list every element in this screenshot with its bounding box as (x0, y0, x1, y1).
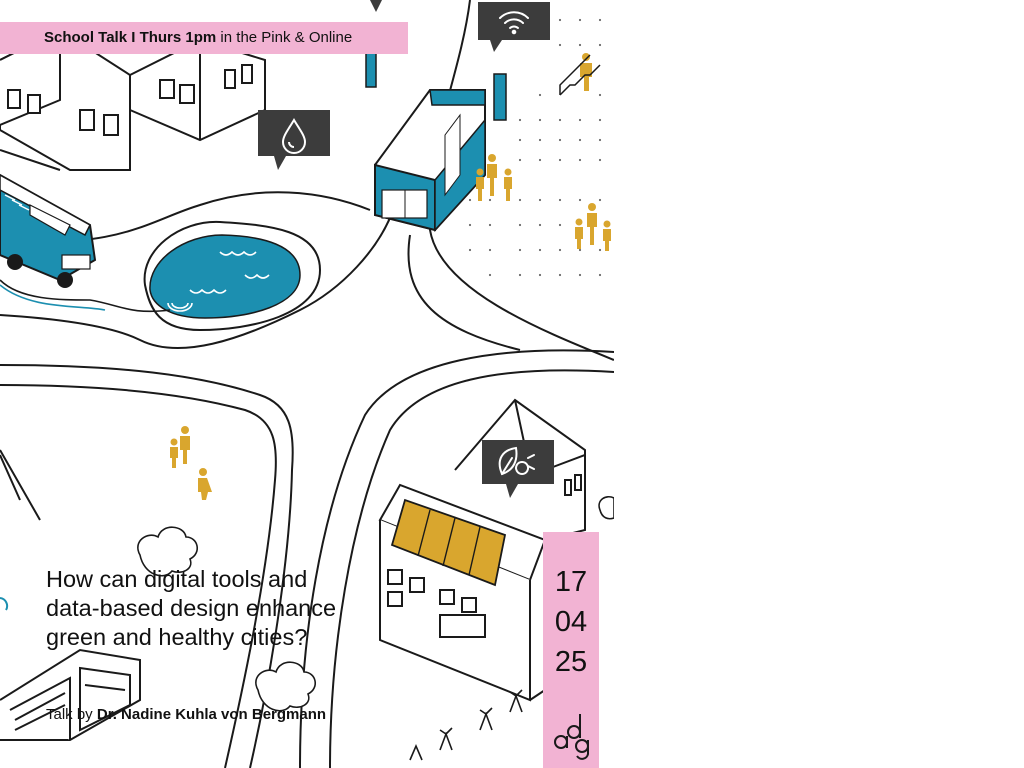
date-strip: 17 04 25 (543, 532, 599, 768)
date-day: 17 (554, 566, 588, 598)
speaker-line: Talk by Dr. Nadine Kuhla von Bergmann (46, 706, 326, 723)
event-location: in the Pink & Online (216, 29, 353, 46)
date-year: 25 (554, 646, 588, 678)
bubble-water (258, 110, 330, 170)
headline-line: How can digital tools and (46, 566, 308, 592)
road-lines (0, 0, 614, 768)
solar-panels (390, 498, 507, 587)
headline-line: data-based design enhance (46, 595, 337, 621)
leaf-plug-icon (498, 446, 535, 476)
speaker-name: Dr. Nadine Kuhla von Bergmann (96, 706, 327, 723)
bus-left (0, 173, 97, 288)
speaker-prefix: Talk by (46, 706, 97, 723)
bubble-energy (482, 440, 554, 498)
adg-logo (554, 714, 589, 760)
bushes (137, 495, 614, 712)
city-illustration (0, 0, 614, 768)
garage-bottom-left (0, 449, 141, 741)
talk-headline: How can digital tools and data-based des… (46, 565, 406, 652)
water-drop-icon (281, 118, 307, 154)
stairs (559, 54, 601, 96)
event-poster: School Talk I Thurs 1pm in the Pink & On… (0, 0, 614, 768)
bus-right (374, 73, 507, 232)
headline-line: green and healthy cities? (46, 624, 308, 650)
plants (409, 689, 523, 761)
dotted-plaza (468, 18, 602, 277)
date-month: 04 (554, 606, 588, 638)
top-banner: School Talk I Thurs 1pm in the Pink & On… (0, 22, 408, 54)
pond (0, 220, 322, 332)
bubble-partial-top (370, 0, 382, 12)
wifi-icon (499, 11, 529, 35)
event-info: School Talk I Thurs 1pm in the Pink & On… (44, 29, 352, 46)
people (170, 53, 611, 500)
event-title: School Talk I Thurs 1pm (44, 29, 217, 46)
partial-ring-left (0, 597, 9, 611)
